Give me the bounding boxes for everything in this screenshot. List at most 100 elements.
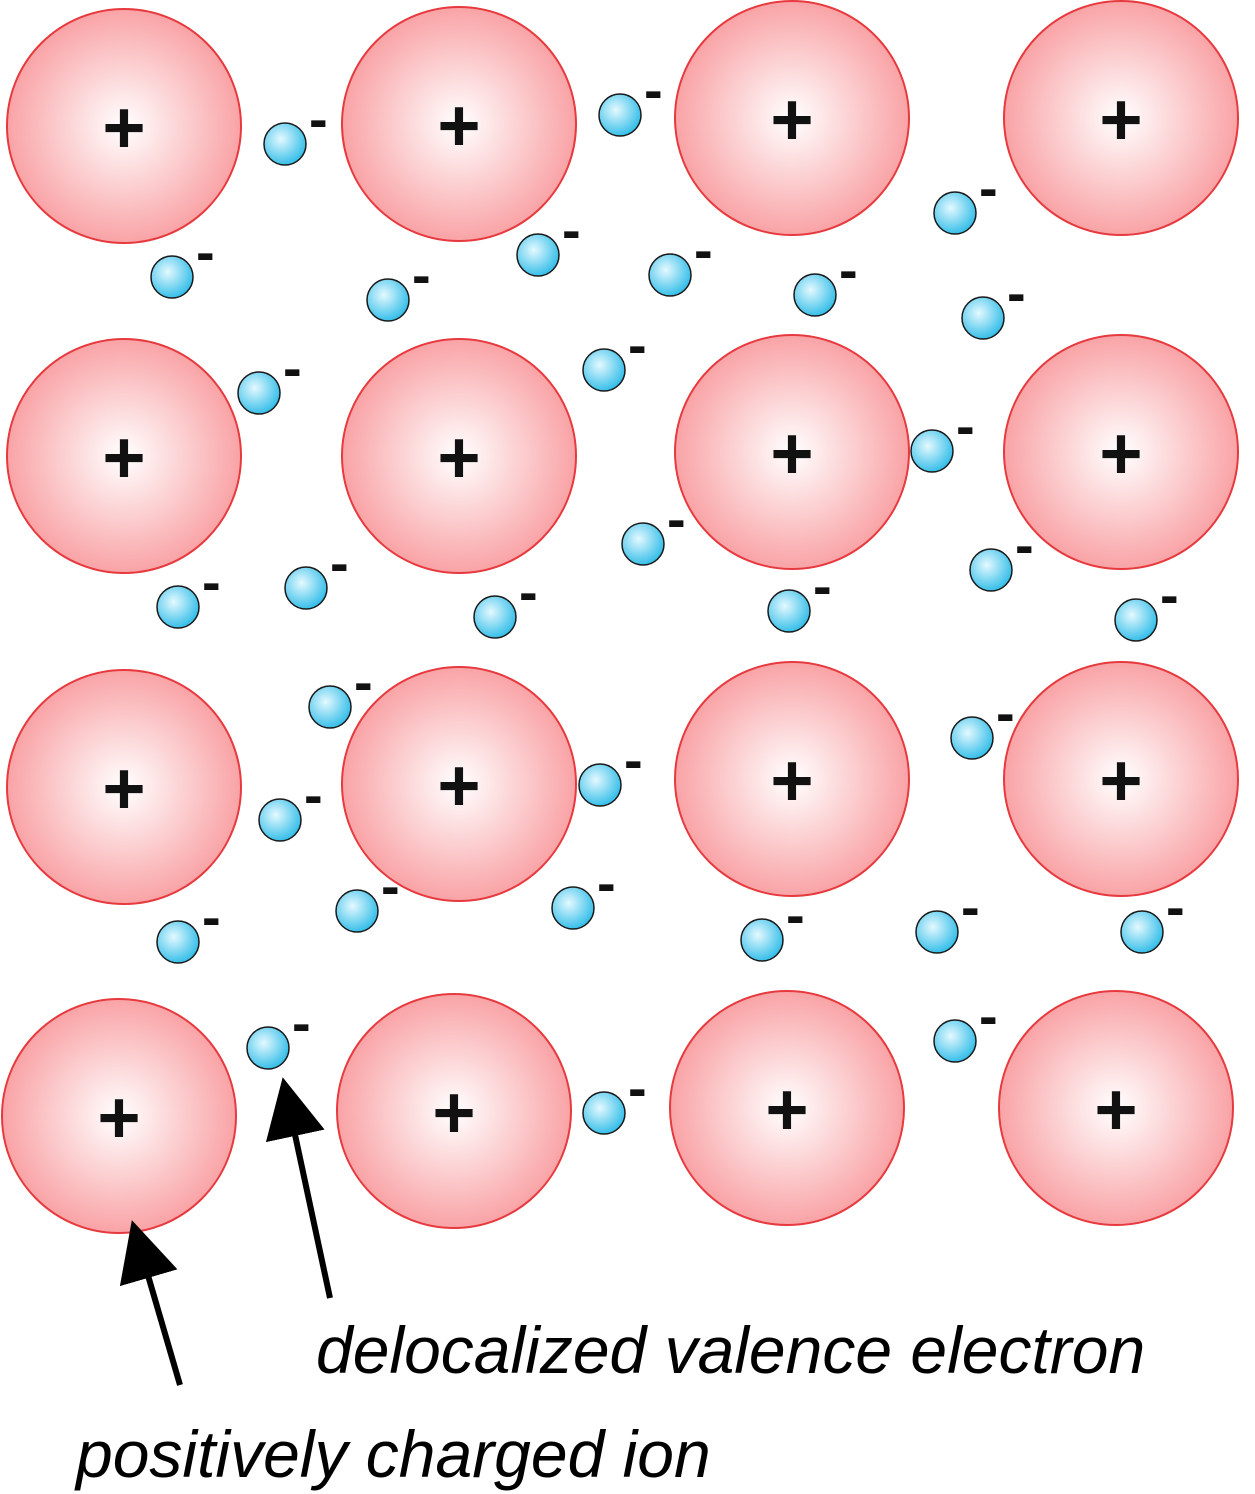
- electron-minus-sign: -: [292, 991, 311, 1054]
- electron: -: [263, 87, 328, 166]
- electron: -: [933, 984, 998, 1063]
- electron-minus-sign: -: [979, 156, 998, 219]
- electron-circle: [933, 1019, 977, 1063]
- electron-circle: [969, 548, 1013, 592]
- electron: -: [740, 883, 805, 962]
- electron: -: [516, 198, 581, 277]
- ion-circle: [341, 6, 577, 242]
- positive-ion: +: [341, 338, 577, 574]
- electron-minus-sign: -: [330, 531, 349, 594]
- positive-ion: +: [6, 338, 242, 574]
- electron: -: [950, 681, 1015, 760]
- electron-circle: [1120, 910, 1164, 954]
- electron-minus-sign: -: [813, 554, 832, 617]
- electron: -: [793, 238, 858, 317]
- electron-minus-sign: -: [694, 218, 713, 281]
- electron: -: [961, 261, 1026, 340]
- electron: -: [473, 560, 538, 639]
- electron: -: [582, 313, 647, 392]
- ion-label-arrow: [119, 1220, 183, 1386]
- ion-circle: [674, 661, 910, 897]
- electron-minus-sign: -: [786, 883, 805, 946]
- ion-plus-sign: +: [770, 412, 813, 495]
- ion-circle: [341, 666, 577, 902]
- electron-minus-sign: -: [667, 487, 686, 550]
- positive-ion: +: [669, 990, 905, 1226]
- ion-circle: [669, 990, 905, 1226]
- positive-ion: +: [1003, 334, 1239, 570]
- electron-circle: [237, 371, 281, 415]
- ion-plus-sign: +: [765, 1068, 808, 1151]
- electron-circle: [516, 233, 560, 277]
- electron: -: [598, 58, 663, 137]
- electron: -: [578, 728, 643, 807]
- electron-circle: [156, 920, 200, 964]
- electron: -: [246, 991, 311, 1070]
- electron-circle: [366, 278, 410, 322]
- electron-circle: [582, 348, 626, 392]
- ion-circle: [674, 334, 910, 570]
- electron: -: [915, 875, 980, 954]
- ion-plus-sign: +: [1094, 1068, 1137, 1151]
- electron-circle: [308, 685, 352, 729]
- ion-label: positively charged ion: [74, 1417, 711, 1491]
- positive-ion: +: [1003, 661, 1239, 897]
- electron: -: [284, 531, 349, 610]
- positive-ion-lattice: + + + + + + + + + + + + + + + +: [1, 0, 1239, 1234]
- electron-circle: [961, 296, 1005, 340]
- electron: -: [237, 336, 302, 415]
- electron-circle: [598, 93, 642, 137]
- label-arrows: [119, 1077, 333, 1386]
- electron: -: [910, 394, 975, 473]
- electron-minus-sign: -: [961, 875, 980, 938]
- electron-minus-sign: -: [202, 550, 221, 613]
- ion-plus-sign: +: [432, 1071, 475, 1154]
- electron-circle: [150, 255, 194, 299]
- electron: -: [258, 763, 323, 842]
- positive-ion: +: [998, 990, 1234, 1226]
- electron-minus-sign: -: [309, 87, 328, 150]
- positive-ion: +: [674, 0, 910, 236]
- ion-plus-sign: +: [437, 416, 480, 499]
- ion-circle: [674, 0, 910, 236]
- ion-circle: [6, 8, 242, 244]
- electron-minus-sign: -: [1007, 261, 1026, 324]
- ion-plus-sign: +: [102, 416, 145, 499]
- electron-circle: [933, 191, 977, 235]
- positive-ion: +: [341, 666, 577, 902]
- ion-circle: [1003, 334, 1239, 570]
- ion-plus-sign: +: [102, 86, 145, 169]
- electron-minus-sign: -: [354, 650, 373, 713]
- electron-minus-sign: -: [412, 243, 431, 306]
- electron-minus-sign: -: [562, 198, 581, 261]
- electron-minus-sign: -: [597, 851, 616, 914]
- electron-minus-sign: -: [979, 984, 998, 1047]
- electron-circle: [263, 122, 307, 166]
- electron: -: [969, 513, 1034, 592]
- positive-ion: +: [336, 993, 572, 1229]
- electron-circle: [335, 889, 379, 933]
- electron-circle: [950, 716, 994, 760]
- electron-minus-sign: -: [381, 854, 400, 917]
- positive-ion: +: [1003, 0, 1239, 236]
- ion-circle: [6, 669, 242, 905]
- electron-circle: [578, 763, 622, 807]
- electron-circle: [473, 595, 517, 639]
- electron: -: [621, 487, 686, 566]
- positive-ion: +: [1, 998, 237, 1234]
- positive-ion: +: [674, 661, 910, 897]
- electron-circle: [793, 273, 837, 317]
- positive-ion: +: [341, 6, 577, 242]
- ion-plus-sign: +: [1099, 78, 1142, 161]
- electron: -: [156, 550, 221, 629]
- ion-circle: [1, 998, 237, 1234]
- electron-circle: [1114, 598, 1158, 642]
- electron-circle: [156, 585, 200, 629]
- electron-minus-sign: -: [202, 885, 221, 948]
- ion-plus-sign: +: [770, 739, 813, 822]
- electron-minus-sign: -: [1160, 563, 1179, 626]
- ion-plus-sign: +: [102, 747, 145, 830]
- electron-minus-sign: -: [1015, 513, 1034, 576]
- electron-minus-sign: -: [956, 394, 975, 457]
